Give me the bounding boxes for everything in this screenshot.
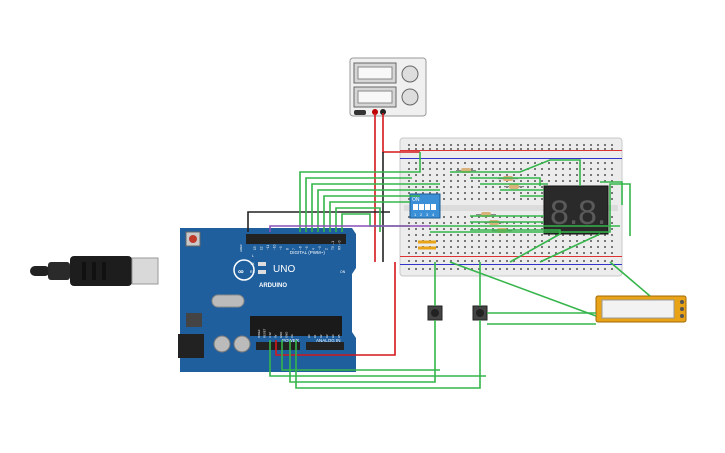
analog-pin-label: A0 — [307, 334, 311, 338]
atmega-chip — [250, 316, 342, 336]
arduino-brand: ARDUINO — [259, 283, 287, 289]
digital-pin-label: 2 — [325, 248, 329, 250]
power-supply-icon[interactable] — [349, 57, 427, 117]
power-pin-label: GND — [279, 332, 283, 338]
arduino-uno-board[interactable]: ∞ ARDUINO UNO DIGITAL (PWM~) POWER ANALO… — [178, 228, 356, 372]
svg-text:∞: ∞ — [238, 267, 244, 276]
power-pin-label: 3.3V — [268, 332, 272, 338]
digital-pin-label: 13 — [253, 246, 257, 250]
digital-pin-label: 8 — [286, 248, 290, 250]
digital-header — [246, 234, 346, 244]
analog-pin-label: A5 — [337, 334, 341, 338]
digital-pin-label: ~11 — [266, 245, 270, 250]
digital-header-label: DIGITAL (PWM~) — [290, 250, 325, 255]
digital-pin-label: 7 — [292, 248, 296, 250]
digital-pin-label: ~3 — [318, 246, 322, 250]
analog-pin-label: A3 — [325, 334, 329, 338]
power-label: POWER — [282, 338, 300, 343]
digital-pin-label: RX←0 — [338, 240, 342, 250]
analog-label: ANALOG IN — [316, 338, 341, 343]
analog-pin-label: A1 — [313, 334, 317, 338]
lcd-module — [595, 295, 687, 323]
power-pin-label: IOREF — [257, 329, 261, 338]
digital-pin-label: ~6 — [299, 246, 303, 250]
aref-label: AREF — [239, 244, 243, 252]
dip-on-label: ON — [412, 197, 420, 203]
tx-label: TX — [250, 262, 255, 266]
digital-pin-label: 4 — [312, 248, 316, 250]
dc-jack-icon — [178, 334, 204, 358]
rx-label: RX — [250, 270, 256, 274]
analog-pin-label: A4 — [331, 334, 335, 338]
dip-number: 2 — [420, 212, 423, 217]
power-pin-label: 5V — [274, 334, 278, 338]
pushbutton-icon[interactable] — [427, 305, 488, 321]
power-pin-label: Vin — [290, 334, 294, 338]
digital-pin-label: ~5 — [305, 246, 309, 250]
digital-pin-label: ~9 — [279, 246, 283, 250]
usb-cable-icon[interactable] — [30, 256, 159, 286]
wires — [247, 113, 651, 389]
digital-pin-label: ~10 — [273, 244, 277, 250]
analog-pin-label: A2 — [319, 334, 323, 338]
l-label: L — [252, 254, 254, 258]
on-label: ON — [340, 270, 346, 274]
dip-number: 4 — [432, 212, 435, 217]
arduino-model: UNO — [273, 264, 295, 275]
resistor — [509, 184, 519, 189]
digital-pin-label: TX→1 — [331, 241, 335, 250]
digital-pin-label: 12 — [260, 246, 264, 250]
dip-number: 1 — [414, 212, 417, 217]
power-pin-label: GND — [285, 332, 289, 338]
dip-number: 3 — [426, 212, 429, 217]
power-pin-label: RESET — [263, 328, 267, 338]
